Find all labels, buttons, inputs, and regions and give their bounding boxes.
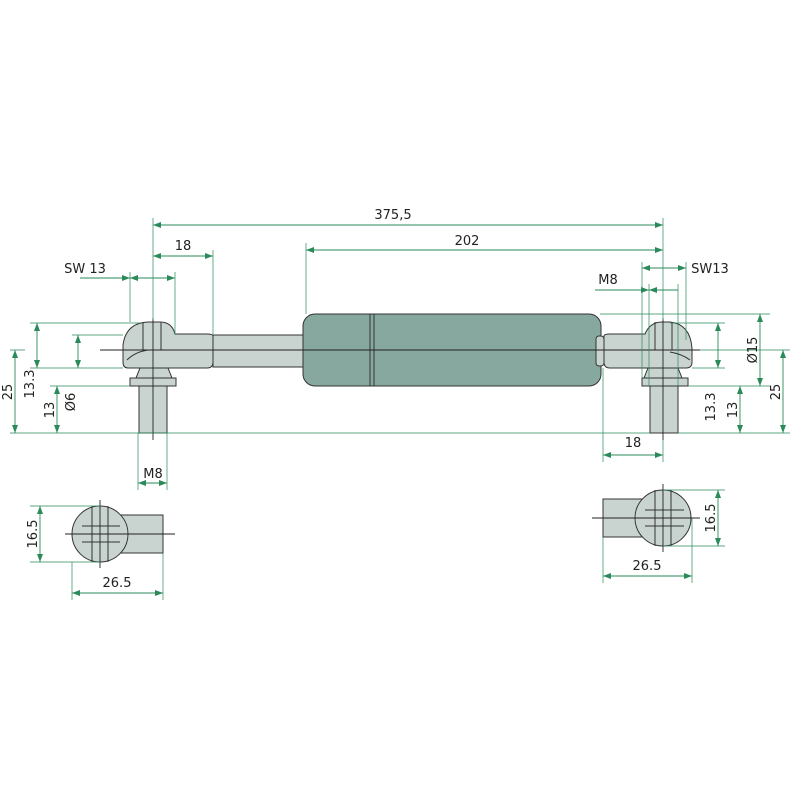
dim-right-top-height: 16.5 xyxy=(704,504,719,533)
gas-spring-side-view xyxy=(100,313,700,440)
dim-right-top-length: 26.5 xyxy=(633,559,662,574)
dim-right-stud-length: 13 xyxy=(726,402,741,419)
right-ball-socket xyxy=(603,321,693,369)
dim-right-thread: M8 xyxy=(598,273,618,288)
dim-body-length: 202 xyxy=(455,234,480,249)
dim-right-body-diameter: Ø15 xyxy=(746,337,761,364)
left-top-view xyxy=(65,500,175,568)
right-thread-stud xyxy=(649,385,679,434)
dim-left-offset: 18 xyxy=(175,239,192,254)
dim-overall-length: 375,5 xyxy=(374,208,411,223)
dim-left-sw: SW 13 xyxy=(64,262,106,277)
dim-left-stud-length: 13 xyxy=(43,402,58,419)
dim-right-eye-height: 13.3 xyxy=(704,393,719,422)
dim-right-offset: 18 xyxy=(625,436,642,451)
piston-rod xyxy=(212,334,309,368)
dim-left-rod-diameter: Ø6 xyxy=(64,393,79,412)
dim-left-top-height: 16.5 xyxy=(26,520,41,549)
dim-right-total-height: 25 xyxy=(769,384,784,401)
dim-right-sw: SW13 xyxy=(691,262,729,277)
dim-left-eye-height: 13.3 xyxy=(23,370,38,399)
dim-left-top-length: 26.5 xyxy=(103,576,132,591)
left-ball-socket xyxy=(122,321,214,369)
dim-left-total-height: 25 xyxy=(1,384,16,401)
dim-left-thread: M8 xyxy=(143,467,163,482)
right-top-view xyxy=(592,484,700,552)
